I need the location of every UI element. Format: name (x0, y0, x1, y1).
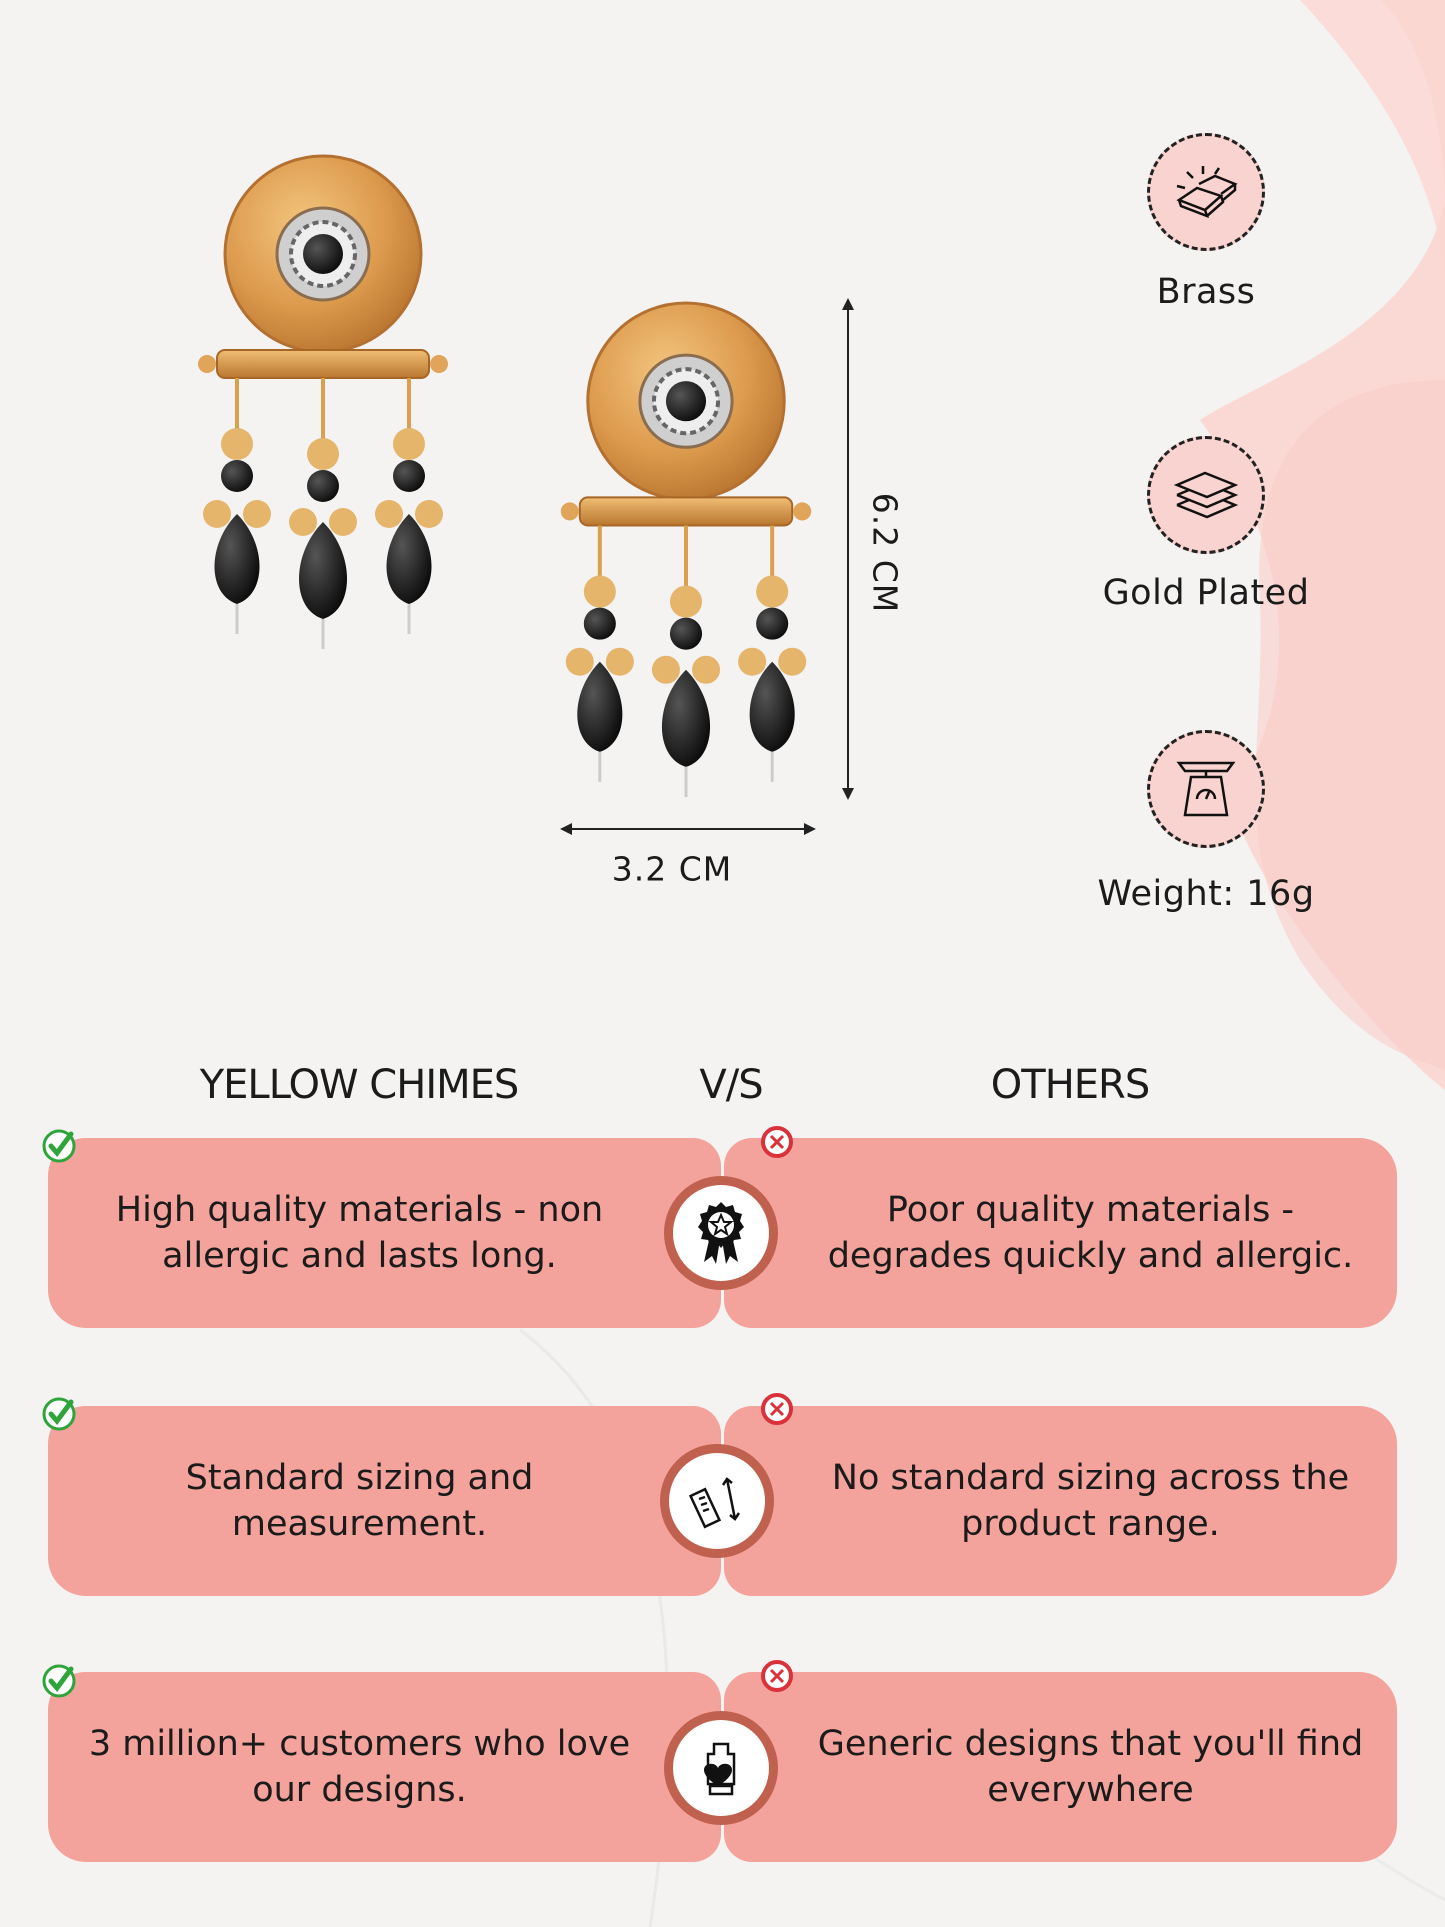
earring-image-front (559, 301, 813, 799)
row-icon-circle (660, 1444, 774, 1558)
row-icon-circle (664, 1176, 778, 1290)
brass-feature-badge (1147, 133, 1265, 251)
others-drawback-text: Poor quality materials - degrades quickl… (827, 1190, 1354, 1276)
check-icon (42, 1664, 76, 1698)
brand-advantage-box: High quality materials - non allergic an… (48, 1138, 721, 1328)
others-drawback-box: No standard sizing across the product ra… (724, 1406, 1397, 1596)
height-label: 6.2 CM (865, 492, 905, 614)
brand-advantage-text: Standard sizing and measurement. (185, 1458, 534, 1544)
gold-bars-icon (1176, 166, 1238, 219)
ruler-measure-icon (689, 1477, 741, 1529)
height-dimension-arrow (842, 298, 854, 800)
layers-icon (1173, 471, 1239, 519)
brand-advantage-box: Standard sizing and measurement. (48, 1406, 721, 1596)
vs-header: V/S (699, 1062, 763, 1108)
feature-label-weight: Weight: 16g (1097, 874, 1315, 914)
others-header: OTHERS (990, 1062, 1150, 1108)
brand-advantage-text: High quality materials - non allergic an… (115, 1190, 604, 1276)
width-dimension-arrow (560, 823, 816, 835)
feature-label-gold-plated: Gold Plated (1102, 573, 1310, 613)
brand-advantage-box: 3 million+ customers who love our design… (48, 1672, 721, 1862)
weight-feature-badge (1147, 730, 1265, 848)
cross-icon (761, 1126, 793, 1158)
row-icon-circle (664, 1711, 778, 1825)
others-drawback-text: No standard sizing across the product ra… (831, 1458, 1350, 1544)
others-drawback-box: Generic designs that you'll find everywh… (724, 1672, 1397, 1862)
others-drawback-text: Generic designs that you'll find everywh… (817, 1724, 1364, 1810)
gold-plated-feature-badge (1147, 436, 1265, 554)
brand-advantage-text: 3 million+ customers who love our design… (88, 1724, 631, 1810)
earring-image-side (197, 154, 449, 651)
check-icon (42, 1397, 76, 1431)
check-icon (42, 1129, 76, 1163)
others-drawback-box: Poor quality materials - degrades quickl… (724, 1138, 1397, 1328)
cross-icon (761, 1660, 793, 1692)
customer-love-icon (704, 1742, 736, 1796)
quality-badge-icon (698, 1202, 744, 1264)
weighing-scale-icon (1176, 761, 1236, 817)
brand-header: YELLOW CHIMES (199, 1062, 520, 1108)
feature-label-brass: Brass (1156, 272, 1256, 312)
width-label: 3.2 CM (611, 849, 733, 889)
cross-icon (761, 1393, 793, 1425)
